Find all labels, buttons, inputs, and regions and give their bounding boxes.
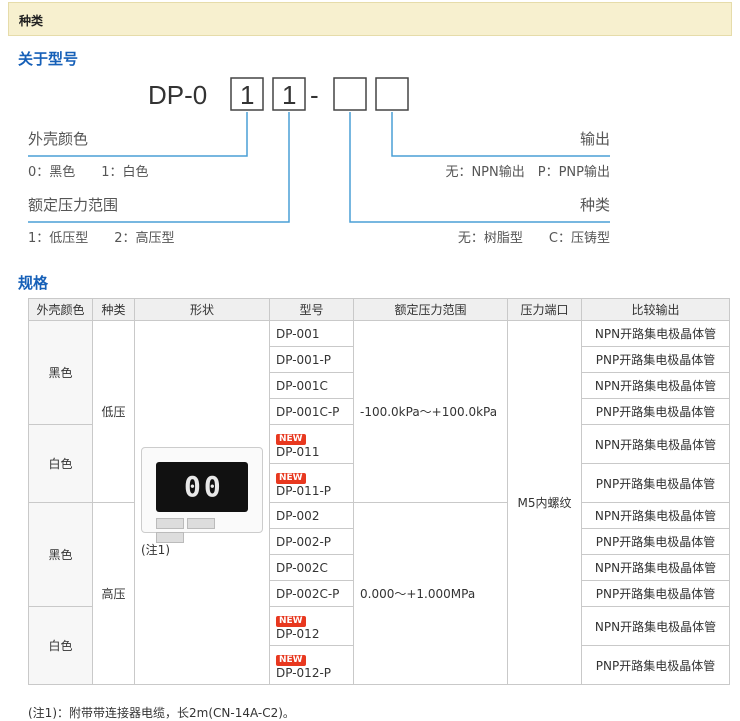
- model-cell: DP-001: [269, 320, 354, 347]
- kind-option-box: [333, 77, 367, 111]
- product-display: 00: [184, 470, 224, 503]
- color-options: 0：黑色 1：白色: [28, 164, 149, 180]
- color-cell: 黑色: [28, 320, 93, 425]
- color-label: 外壳颜色: [28, 130, 88, 148]
- color-digit-box: [230, 77, 264, 111]
- product-buttons: [156, 518, 248, 543]
- spec-section-title: 规格: [18, 274, 49, 292]
- spec-table: 外壳颜色 种类 形状 型号 额定压力范围 压力端口 比较输出 黑色 低压 00 …: [28, 298, 730, 685]
- shape-cell: 00 (注1): [134, 320, 270, 685]
- model-cell: DP-001C: [269, 372, 354, 399]
- header-kind: 种类: [92, 298, 135, 321]
- port-cell: M5内螺纹: [507, 320, 582, 685]
- footnote: (注1)：附带带连接器电缆，长2m(CN-14A-C2)。: [28, 706, 295, 720]
- pressure-digit: 1: [282, 80, 296, 110]
- pressure-label: 额定压力范围: [28, 196, 118, 214]
- model-section-title: 关于型号: [18, 50, 79, 68]
- output-cell: PNP开路集电极晶体管: [581, 645, 730, 685]
- header-shape: 形状: [134, 298, 270, 321]
- output-cell: NPN开路集电极晶体管: [581, 372, 730, 399]
- kind-options: 无：树脂型 C：压铸型: [458, 230, 610, 246]
- model-code-dash: -: [310, 80, 319, 110]
- color-cell: 黑色: [28, 502, 93, 607]
- color-cell: 白色: [28, 606, 93, 685]
- range-cell: 0.000～+1.000MPa: [353, 502, 508, 685]
- output-label: 输出: [580, 130, 610, 148]
- output-connector-line: [391, 112, 610, 157]
- pressure-connector-line: [28, 112, 290, 223]
- output-cell: NPN开路集电极晶体管: [581, 320, 730, 347]
- kind-connector-line: [349, 112, 610, 223]
- product-screen: 00: [156, 462, 248, 512]
- model-cell: DP-001C-P: [269, 398, 354, 425]
- table-row: 白色 NEW DP-012 NPN开路集电极晶体管: [28, 606, 730, 685]
- category-title: 种类: [19, 14, 44, 28]
- new-badge: NEW: [276, 433, 306, 445]
- model-cell: NEW DP-011: [269, 424, 354, 464]
- model-cell: DP-002: [269, 502, 354, 529]
- model-cell: DP-002-P: [269, 528, 354, 555]
- model-cell: NEW DP-012-P: [269, 645, 354, 685]
- shape-note: (注1): [141, 543, 170, 557]
- header-port: 压力端口: [507, 298, 582, 321]
- output-cell: PNP开路集电极晶体管: [581, 463, 730, 503]
- spec-header-row: 外壳颜色 种类 形状 型号 额定压力范围 压力端口 比较输出: [28, 298, 730, 321]
- kind-label: 种类: [580, 196, 610, 214]
- table-row: 黑色 高压 DP-002 0.000～+1.000MPa NPN开路集电极晶体管: [28, 502, 730, 685]
- table-row: DP-002-P PNP开路集电极晶体管: [29, 528, 730, 555]
- new-badge: NEW: [276, 654, 306, 666]
- table-row: DP-002C-P PNP开路集电极晶体管: [29, 580, 730, 607]
- model-text: DP-012-P: [276, 665, 332, 680]
- model-code-prefix: DP-0: [148, 80, 207, 110]
- output-cell: PNP开路集电极晶体管: [581, 528, 730, 555]
- color-digit: 1: [240, 80, 254, 110]
- model-cell: NEW DP-011-P: [269, 463, 354, 503]
- color-connector-line: [28, 112, 248, 157]
- header-range: 额定压力范围: [353, 298, 508, 321]
- product-image: 00: [141, 447, 263, 543]
- output-options: 无：NPN输出 P：PNP输出: [445, 164, 610, 180]
- model-cell: DP-001-P: [269, 346, 354, 373]
- table-row: 白色 NEW DP-011 NPN开路集电极晶体管: [28, 424, 730, 503]
- header-model: 型号: [269, 298, 354, 321]
- kind-cell: 高压: [92, 502, 135, 685]
- table-row: NEW DP-012-P PNP开路集电极晶体管: [29, 645, 730, 685]
- model-cell: DP-002C-P: [269, 580, 354, 607]
- kind-cell: 低压: [92, 320, 135, 503]
- model-code-diagram: DP-0 1 1 - 外壳颜色 0：黑色 1：白色 额定压力范围 1：低压型 2…: [28, 77, 610, 246]
- output-cell: NPN开路集电极晶体管: [581, 554, 730, 581]
- table-row: 黑色 低压 00 (注1) DP-001 -100.0kPa～+100.0kPa…: [28, 320, 730, 685]
- model-text: DP-011: [276, 444, 320, 459]
- new-badge: NEW: [276, 472, 306, 484]
- output-cell: NPN开路集电极晶体管: [581, 502, 730, 529]
- header-output: 比较输出: [581, 298, 730, 321]
- output-cell: NPN开路集电极晶体管: [581, 606, 730, 646]
- model-text: DP-012: [276, 626, 320, 641]
- color-cell: 白色: [28, 424, 93, 503]
- table-row: DP-001C-P PNP开路集电极晶体管: [29, 398, 730, 425]
- output-cell: PNP开路集电极晶体管: [581, 398, 730, 425]
- output-option-box: [375, 77, 409, 111]
- range-cell: -100.0kPa～+100.0kPa: [353, 320, 508, 503]
- pressure-digit-box: [272, 77, 306, 111]
- model-text: DP-011-P: [276, 483, 332, 498]
- pressure-options: 1：低压型 2：高压型: [28, 230, 175, 246]
- output-cell: NPN开路集电极晶体管: [581, 424, 730, 464]
- output-cell: PNP开路集电极晶体管: [581, 580, 730, 607]
- model-cell: NEW DP-012: [269, 606, 354, 646]
- header-color: 外壳颜色: [28, 298, 93, 321]
- model-cell: DP-002C: [269, 554, 354, 581]
- new-badge: NEW: [276, 615, 306, 627]
- category-bar: 种类: [8, 2, 732, 36]
- output-cell: PNP开路集电极晶体管: [581, 346, 730, 373]
